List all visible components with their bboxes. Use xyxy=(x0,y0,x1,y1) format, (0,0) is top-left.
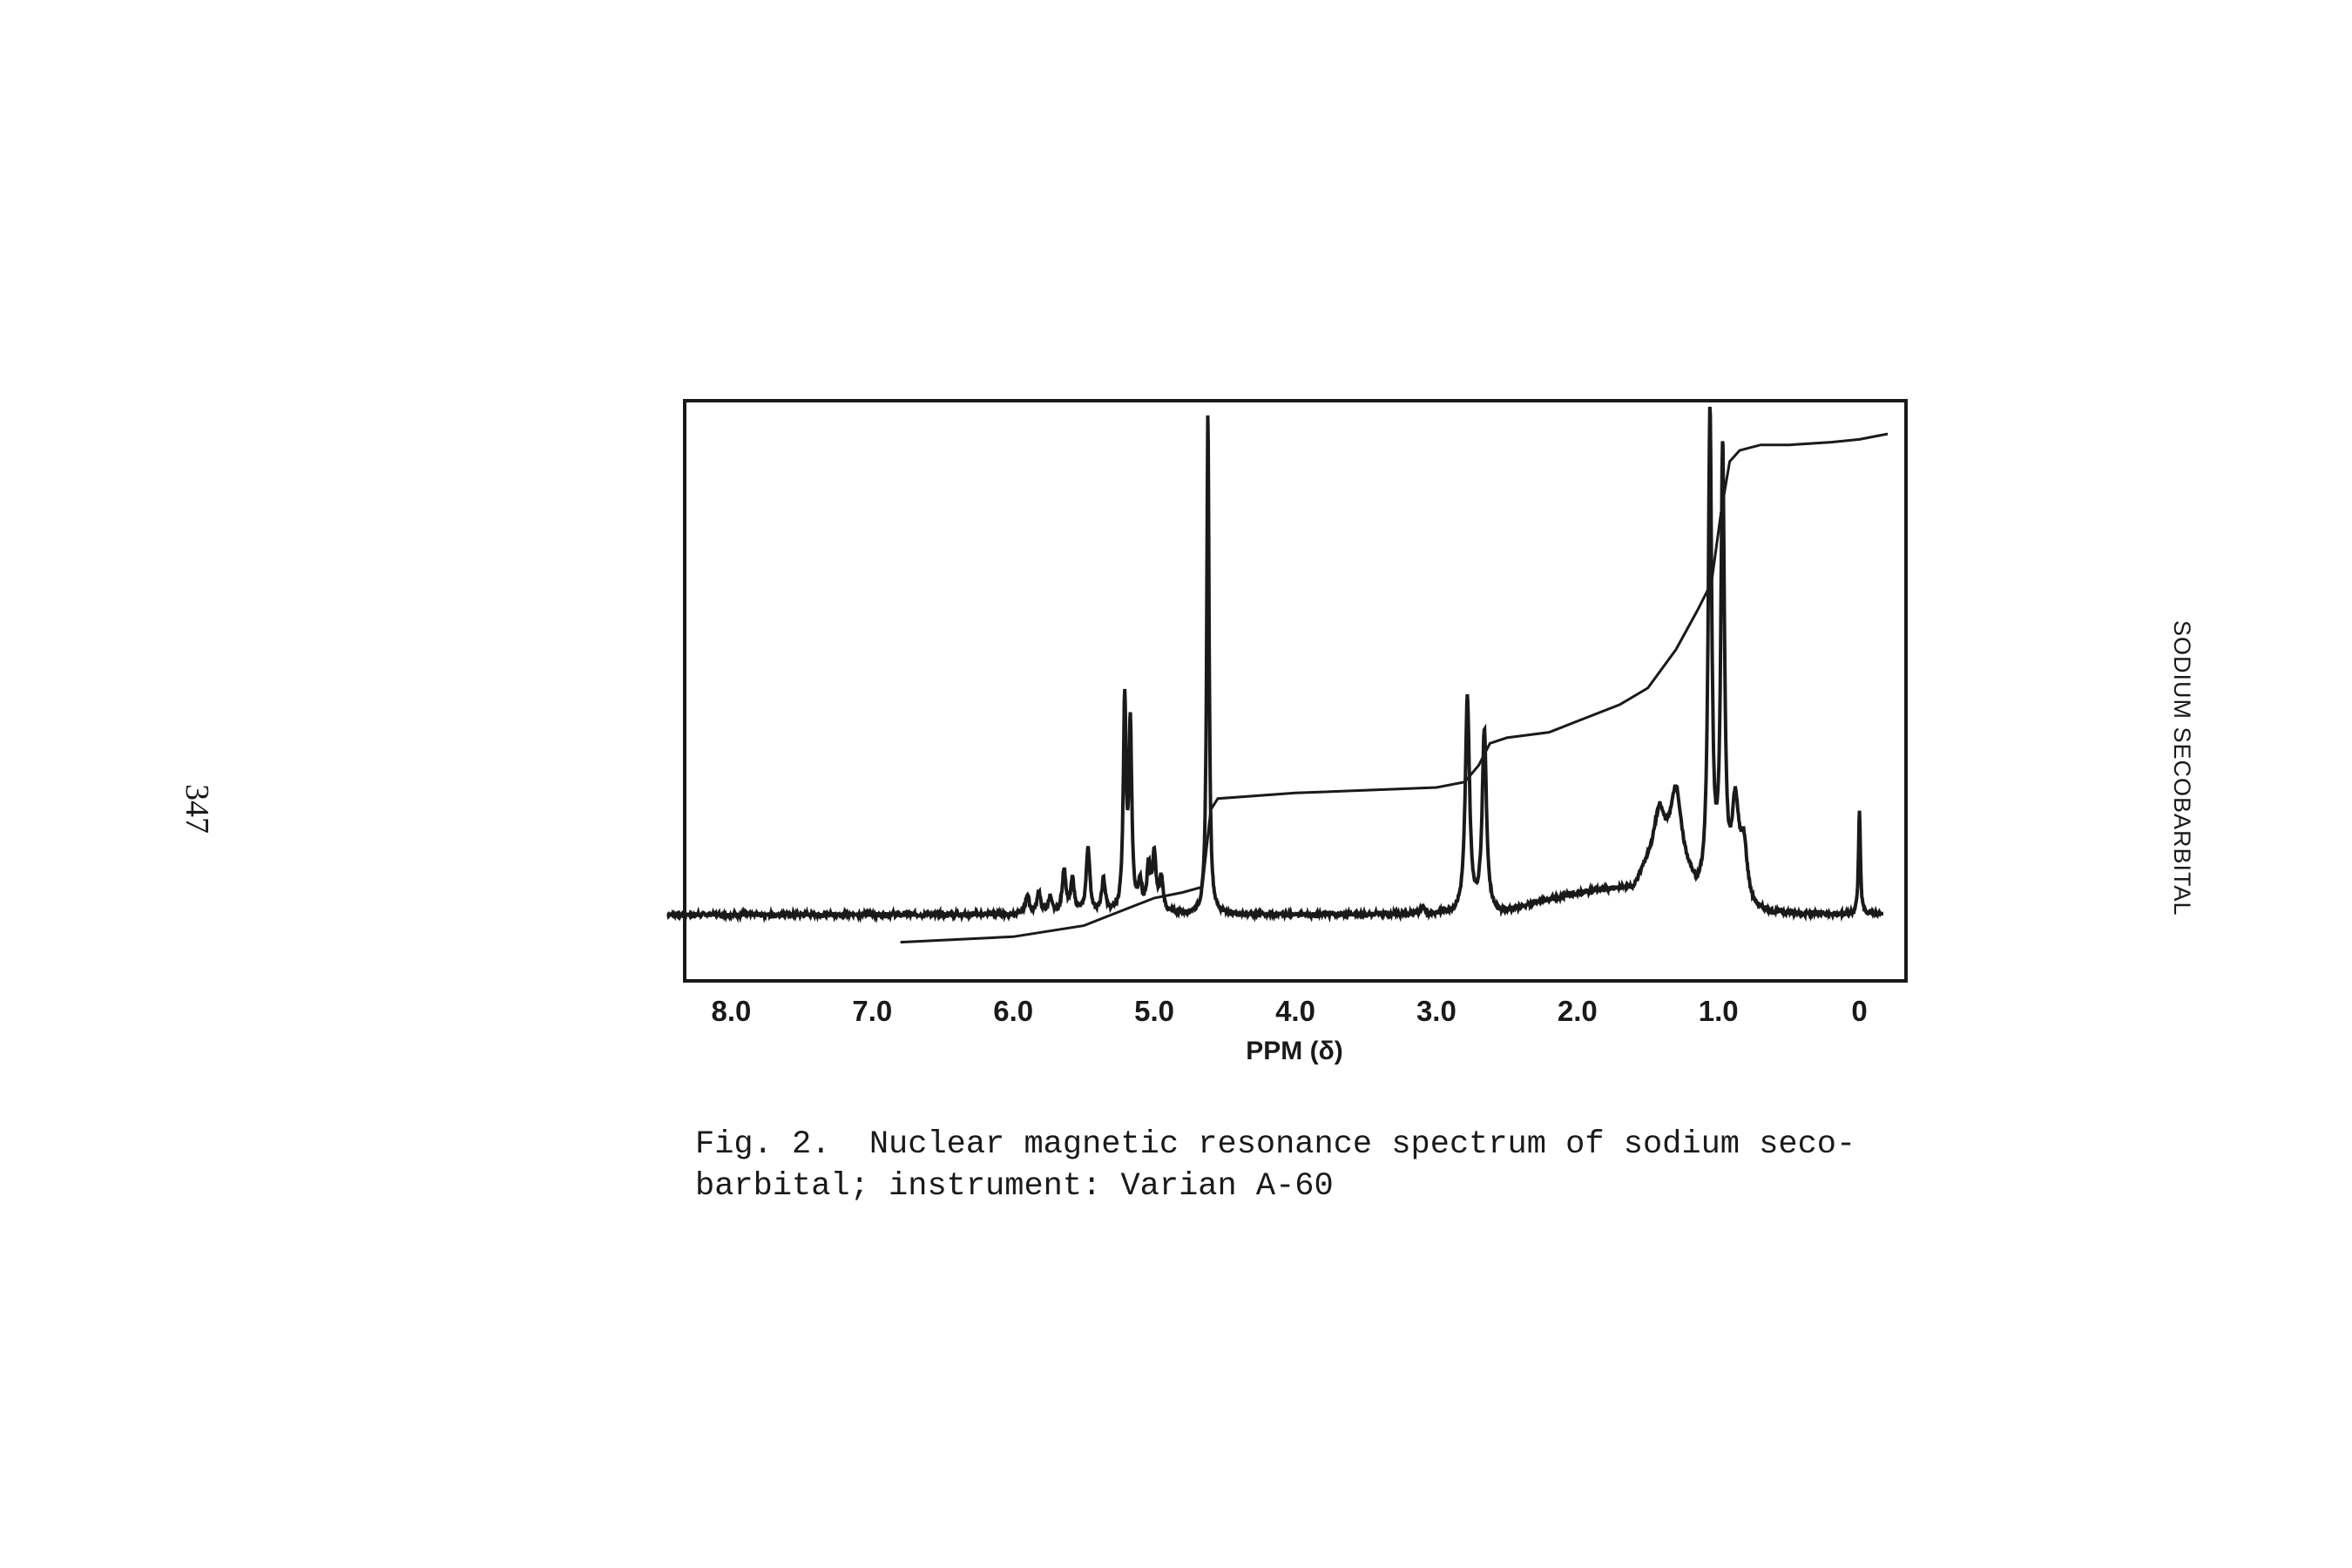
x-tick-label: 6.0 xyxy=(993,995,1033,1027)
x-tick-label: 0 xyxy=(1851,995,1867,1027)
x-tick-label: 5.0 xyxy=(1134,995,1174,1027)
running-head: SODIUM SECOBARBITAL xyxy=(2169,620,2195,916)
x-tick-label: 1.0 xyxy=(1699,995,1739,1027)
integral-trace xyxy=(900,432,1889,944)
x-tick-label: 3.0 xyxy=(1416,995,1456,1027)
x-axis-title: PPM (δ) xyxy=(1246,1037,1343,1065)
page-number: 347 xyxy=(179,784,215,834)
x-tick-label: 4.0 xyxy=(1275,995,1315,1027)
caption-line-1: Fig. 2. Nuclear magnetic resonance spect… xyxy=(695,1126,1856,1163)
x-tick-label: 2.0 xyxy=(1558,995,1598,1027)
caption-line-2: barbital; instrument: Varian A-60 xyxy=(695,1168,1334,1205)
spectrum-trace xyxy=(666,406,1883,924)
x-axis-tick-labels: 8.0 7.0 6.0 5.0 4.0 3.0 2.0 1.0 0 xyxy=(711,995,1867,1027)
plot-frame xyxy=(683,399,1908,983)
x-tick-label: 8.0 xyxy=(711,995,751,1027)
x-tick-label: 7.0 xyxy=(852,995,892,1027)
figure-caption: Fig. 2. Nuclear magnetic resonance spect… xyxy=(695,1124,1932,1207)
